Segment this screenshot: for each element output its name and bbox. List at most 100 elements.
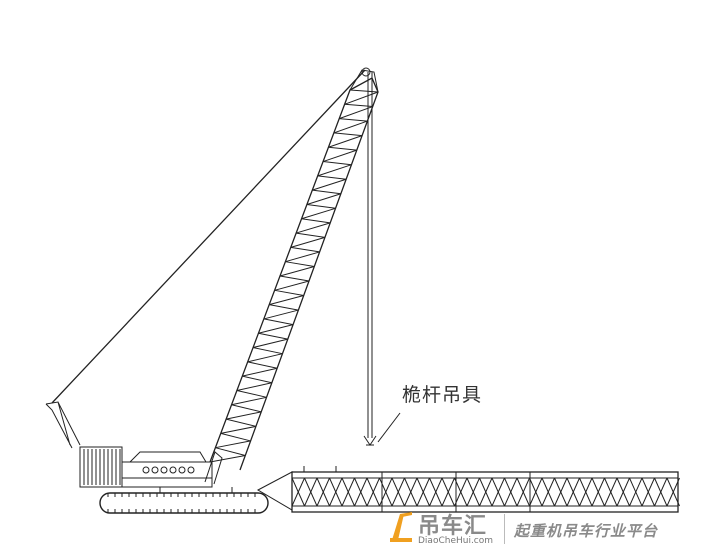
mast-lacing-diagonal	[316, 477, 330, 507]
annotation-label: 桅杆吊具	[402, 384, 483, 406]
boom-lacing-diagonal	[209, 454, 246, 463]
boom-lacing-diagonal	[285, 261, 315, 267]
boom-lacing-diagonal	[296, 232, 325, 238]
boom-lacing-diagonal	[322, 149, 357, 163]
boom-lacing-diagonal	[226, 418, 257, 427]
house-details	[122, 466, 212, 479]
boom-lacing-diagonal	[344, 103, 373, 108]
boom-lacing-diagonal	[269, 295, 304, 306]
boom-lacing-diagonal	[274, 280, 310, 291]
brand-url: DiaoCheHui.com	[418, 536, 494, 546]
boom-lacing-diagonal	[344, 91, 379, 105]
boom-lacing-diagonal	[215, 447, 246, 456]
brand-slogan: 起重机吊车行业平台	[514, 522, 659, 540]
boom-tip-sheave	[361, 67, 371, 77]
mast-lacing-diagonal	[391, 477, 405, 507]
mast-lacing-diagonal	[429, 477, 443, 507]
house-vent	[151, 466, 159, 474]
house-vent	[169, 466, 177, 474]
boom-lacing-diagonal	[242, 367, 278, 377]
boom-lacing-diagonal	[242, 375, 272, 384]
gantry	[45, 401, 81, 449]
house-vent	[160, 466, 168, 474]
mast-tip	[256, 471, 293, 511]
mast-lacing-diagonal	[479, 477, 493, 507]
boom-outline	[209, 77, 379, 471]
mast-lacing-diagonal	[329, 477, 343, 507]
carbody	[159, 487, 233, 494]
mast-body	[291, 471, 679, 513]
mast-lacing-diagonal	[491, 477, 505, 507]
boom-lacing-diagonal	[236, 389, 267, 398]
boom-lacing-diagonal	[215, 440, 251, 449]
mast-lacing-diagonal	[616, 477, 630, 507]
upper-works	[121, 451, 213, 488]
mast-lacing-diagonal	[341, 477, 355, 507]
boom-foot	[204, 451, 223, 485]
boom-lacing-diagonal	[252, 338, 288, 349]
boom-lacing-diagonal	[247, 361, 278, 369]
mast-lacing-diagonal	[641, 477, 655, 507]
mast-lacing-diagonal	[604, 477, 618, 507]
crawler-track	[99, 492, 269, 514]
boom-lacing-diagonal	[258, 332, 288, 340]
mast-lacing-diagonal	[529, 477, 543, 507]
mast-lacing	[291, 466, 680, 512]
boom-lacing-diagonal	[339, 106, 373, 120]
mast-lacing-diagonal	[654, 477, 668, 507]
boom-lacing-diagonal	[306, 203, 336, 209]
mast-lacing-diagonal	[554, 477, 568, 507]
crane-logo-icon	[390, 512, 412, 542]
watermark-logo: 吊车汇 DiaoCheHui.com 起重机吊车行业平台	[388, 506, 718, 550]
boom-lacing-diagonal	[349, 89, 379, 93]
backstay-pendant	[51, 69, 366, 404]
counterweight	[79, 446, 123, 488]
mast-lacing-diagonal	[441, 477, 455, 507]
mast-lacing-diagonal	[591, 477, 605, 507]
mast-lacing-diagonal	[629, 477, 643, 507]
mast-lacing-diagonal	[466, 477, 480, 507]
boom-lacing-diagonal	[323, 161, 352, 166]
mast-lacing-diagonal	[291, 477, 305, 507]
mast-lacing-diagonal	[304, 477, 318, 507]
boom-lacing-diagonal	[328, 135, 363, 148]
boom-lacing-diagonal	[312, 189, 341, 195]
annotation-leader	[377, 412, 401, 443]
boom-lacing-diagonal	[220, 425, 257, 434]
boom-lacing-diagonal	[333, 120, 368, 134]
mast-lacing-diagonal	[541, 477, 555, 507]
boom-lacing-diagonal	[231, 404, 262, 413]
boom-lacing-diagonal	[301, 207, 336, 220]
mast-lacing-diagonal	[366, 477, 380, 507]
boom-lacing-diagonal	[269, 304, 299, 311]
mast-lacing-diagonal	[416, 477, 430, 507]
mast-lacing-diagonal	[666, 477, 680, 507]
boom-lacing	[209, 89, 379, 463]
boom-lacing-diagonal	[301, 218, 331, 224]
boom-lacing-diagonal	[236, 382, 272, 391]
boom-lacing-diagonal	[263, 309, 299, 320]
boom-lacing-diagonal	[247, 353, 283, 363]
mast-lacing-diagonal	[579, 477, 593, 507]
mast-lacing-diagonal	[516, 477, 530, 507]
boom-lacing-diagonal	[328, 146, 357, 151]
boom-lacing-diagonal	[252, 347, 283, 355]
counterweight-slats	[83, 449, 121, 485]
boom-lacing-diagonal	[339, 118, 368, 122]
mast-lacing-diagonal	[454, 477, 468, 507]
boom-lacing-diagonal	[226, 411, 262, 420]
boom-lacing-diagonal	[290, 246, 320, 253]
boom-lacing-diagonal	[317, 175, 347, 180]
boom-lacing-diagonal	[317, 164, 352, 177]
boom-lacing-diagonal	[333, 132, 363, 137]
boom-lacing-diagonal	[296, 222, 331, 234]
mast-lacing-diagonal	[566, 477, 580, 507]
boom-lacing-diagonal	[258, 324, 294, 334]
brand-name: 吊车汇	[418, 514, 488, 539]
mast-lacing-diagonal	[354, 477, 368, 507]
boom-lacing-diagonal	[312, 178, 347, 191]
boom-lacing-diagonal	[279, 265, 315, 277]
boom-lacing-diagonal	[279, 275, 310, 282]
